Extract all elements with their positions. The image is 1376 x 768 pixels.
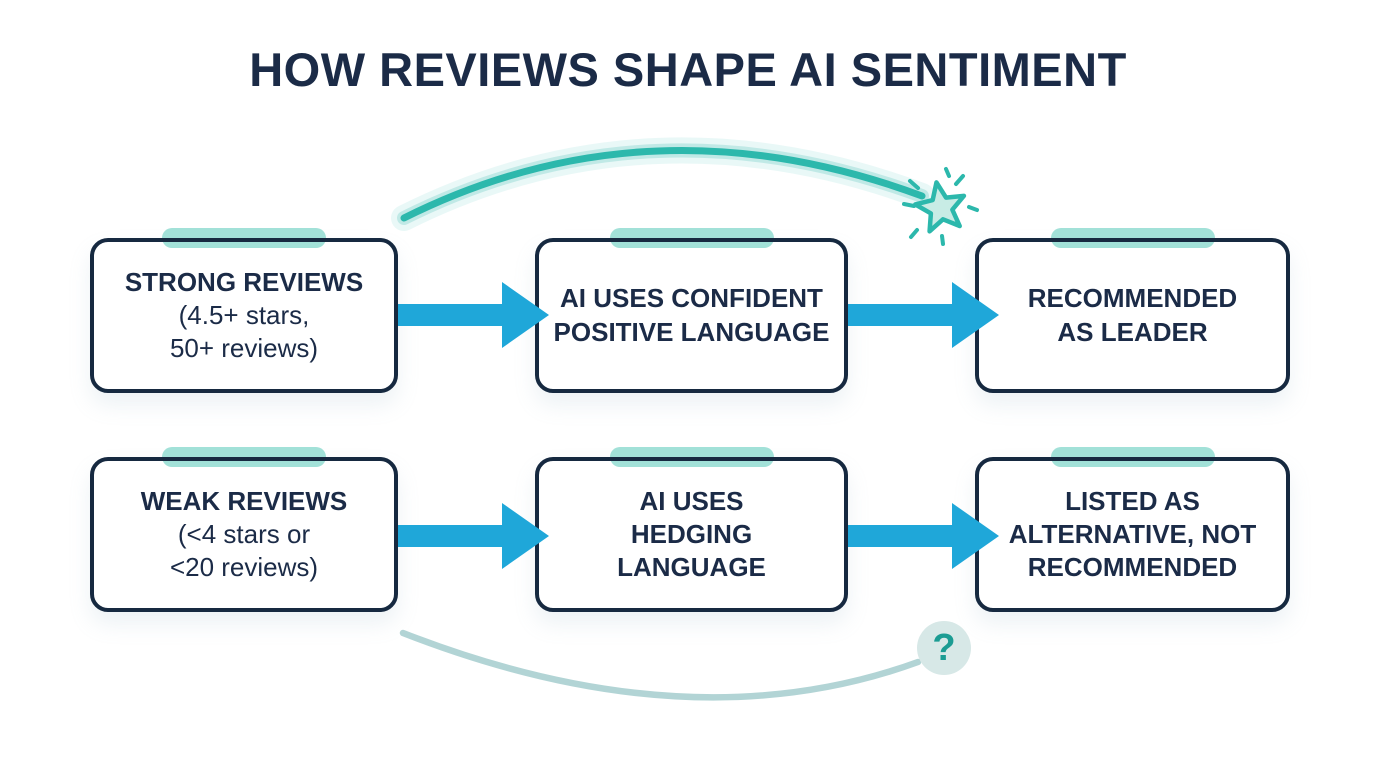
node-listed-alternative: LISTED AS ALTERNATIVE, NOT RECOMMENDED [975,447,1290,612]
arrow-right-icon [398,503,549,569]
node-heading: AS LEADER [1057,316,1208,347]
page-title: HOW REVIEWS SHAPE AI SENTIMENT [249,43,1127,96]
node-heading: ALTERNATIVE, NOT [1008,518,1257,549]
node-weak-reviews: WEAK REVIEWS (<4 stars or <20 reviews) [90,447,398,612]
node-detail: 50+ reviews) [169,333,319,364]
question-glyph: ? [932,626,956,669]
node-ai-hedging-language: AI USES HEDGING LANGUAGE [535,447,848,612]
node-recommended-leader: RECOMMENDED AS LEADER [975,228,1290,393]
node-heading: RECOMMENDED [1027,283,1238,314]
node-heading: LISTED AS [1065,485,1200,516]
arrow-right-icon [398,282,549,348]
node-heading: WEAK REVIEWS [140,485,348,516]
arrow-right-icon [848,282,999,348]
node-heading: RECOMMENDED [1027,552,1238,583]
node-detail: <20 reviews) [169,552,319,583]
node-heading: POSITIVE LANGUAGE [553,316,830,347]
node-heading: AI USES [639,485,744,516]
success-curve [391,137,935,231]
node-detail: (<4 stars or [177,518,311,549]
node-heading: AI USES CONFIDENT [560,283,823,314]
node-strong-reviews: STRONG REVIEWS (4.5+ stars, 50+ reviews) [90,228,398,393]
doubt-curve [399,629,922,701]
node-ai-confident-language: AI USES CONFIDENT POSITIVE LANGUAGE [535,228,848,393]
arrow-right-icon [848,503,999,569]
sparkle-star-icon [902,167,979,246]
node-heading: STRONG REVIEWS [124,266,364,297]
node-heading: LANGUAGE [617,552,766,583]
question-icon: ? [917,621,971,675]
node-heading: HEDGING [630,518,753,549]
node-detail: (4.5+ stars, [178,299,310,330]
